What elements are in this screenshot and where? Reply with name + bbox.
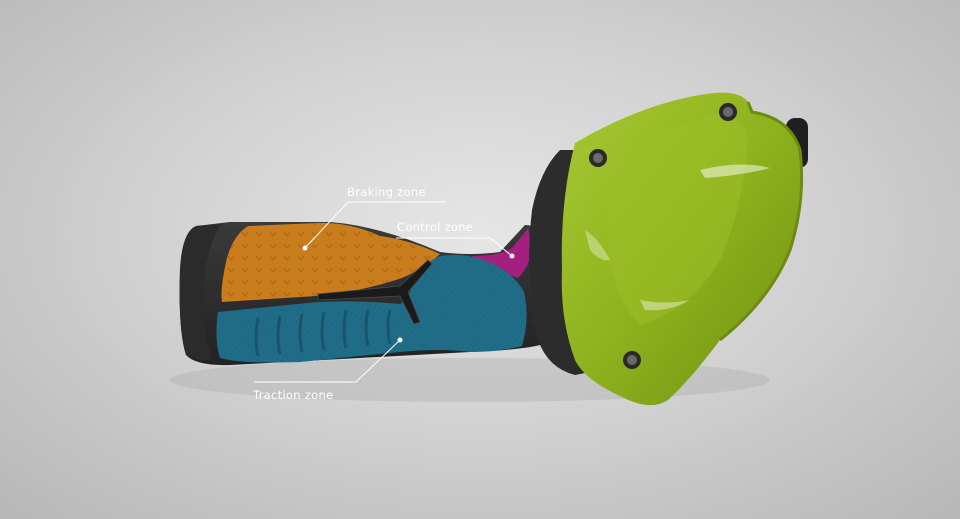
callout-dots (302, 245, 515, 343)
housing-edge (719, 101, 804, 342)
callout-lines (254, 201, 513, 383)
braking-zone-label: Braking zone (347, 185, 426, 199)
braking-callout-line (304, 201, 446, 249)
screw-left (589, 149, 607, 167)
screw-bottom (623, 351, 641, 369)
housing-panel (608, 112, 748, 325)
screw-top (719, 103, 737, 121)
control-callout-line (396, 237, 513, 257)
grip-end-cap (179, 224, 222, 361)
traction-ridges (254, 309, 392, 357)
control-zone-label: Control zone (397, 220, 474, 234)
traction-zone-texture (216, 255, 527, 363)
housing-highlight-3 (640, 300, 690, 311)
housing-highlight (585, 230, 610, 261)
traction-zone-label: Traction zone (253, 388, 334, 402)
braking-zone-texture (221, 222, 440, 302)
traction-callout-line (254, 339, 401, 383)
zone-divider (317, 259, 433, 325)
housing-highlight-2 (700, 164, 770, 178)
